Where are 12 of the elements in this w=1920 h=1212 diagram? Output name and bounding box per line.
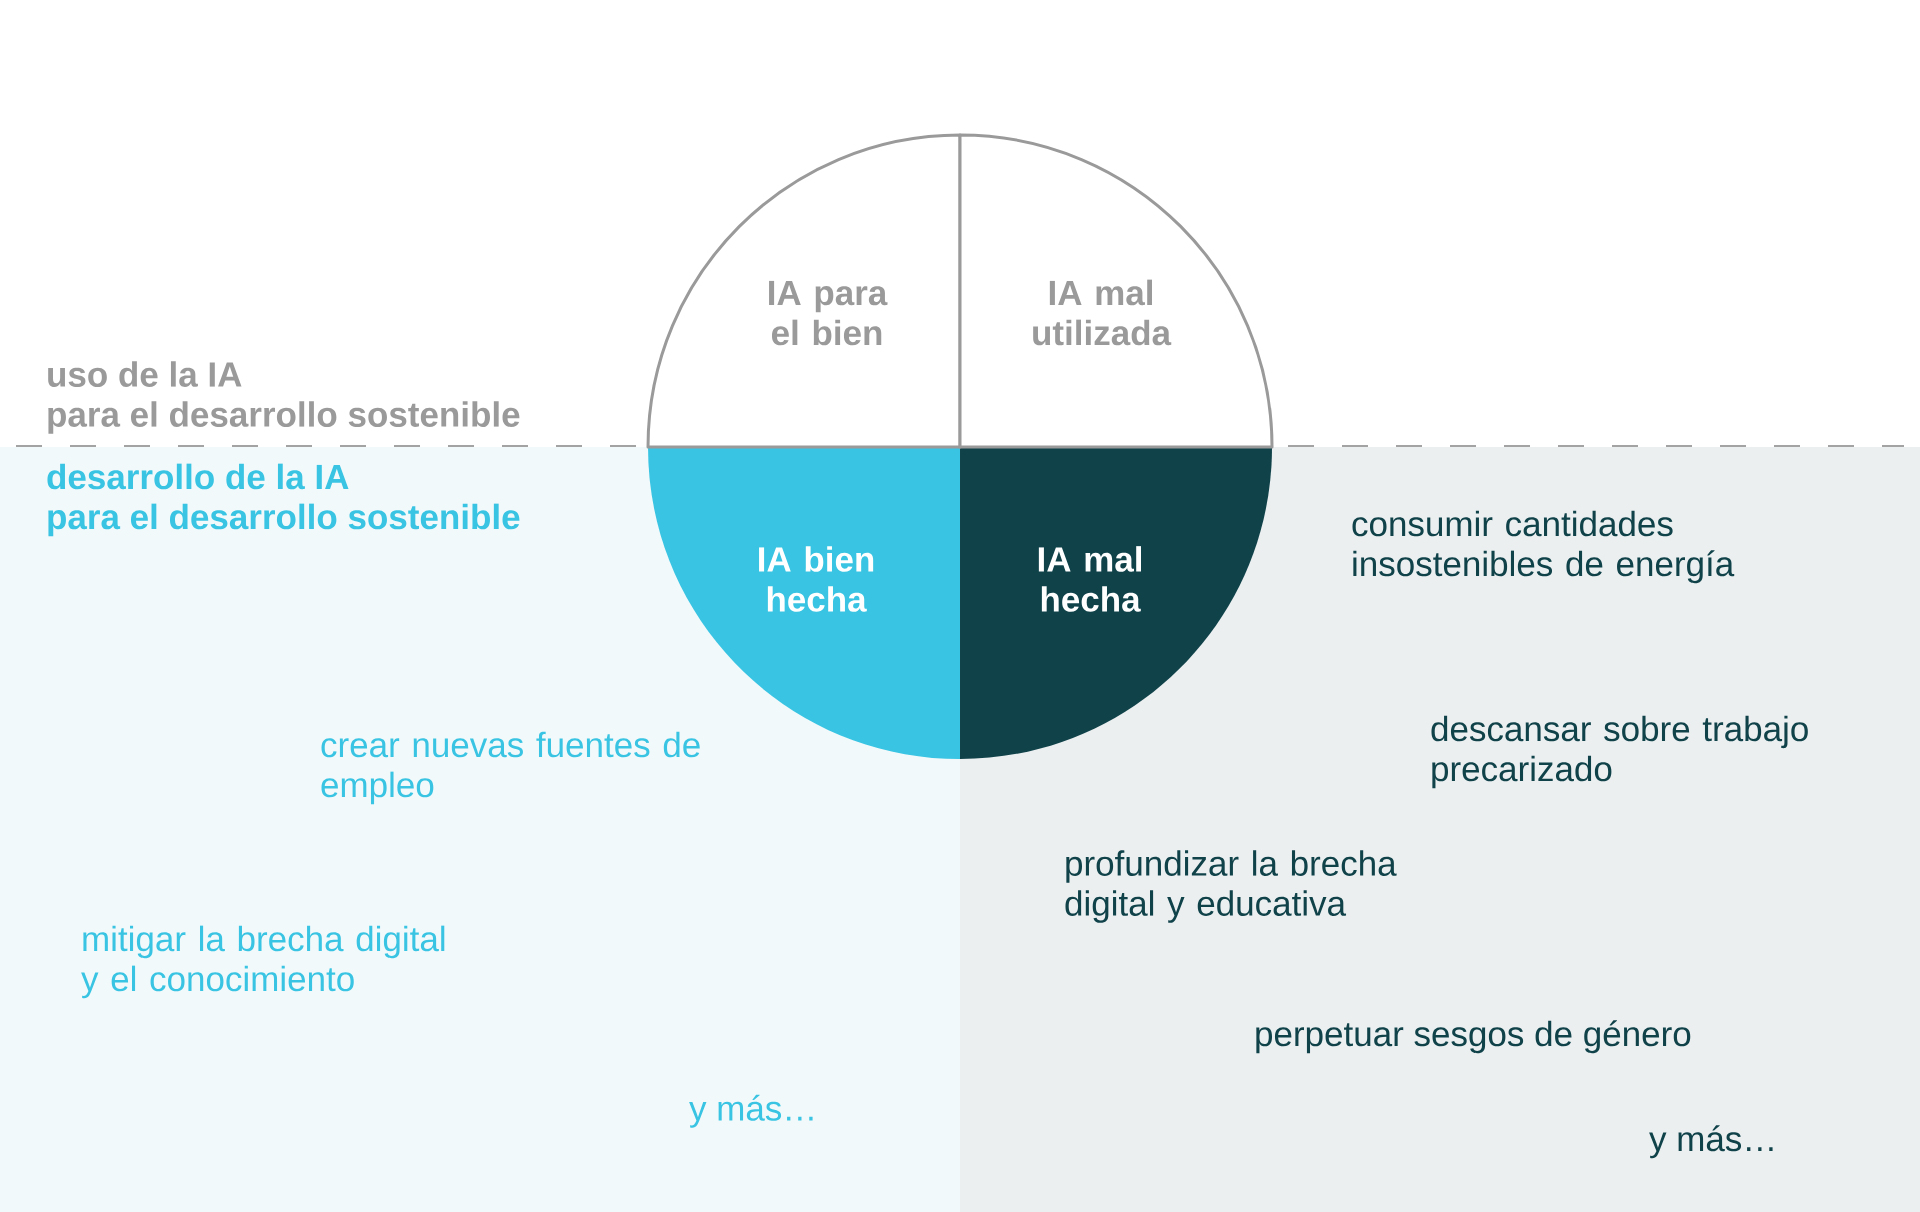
item-text: y más… — [689, 1094, 813, 1128]
item-text: profundizar la brecha digital y educativa — [1065, 850, 1397, 923]
item-text: perpetuar sesgos de género — [1256, 1020, 1691, 1054]
section-heading: uso de la IA para el desarrollo sostenible — [48, 361, 520, 434]
section-heading: desarrollo de la IA para el desarrollo sostenible — [47, 463, 520, 537]
item-text: consumir cantidades insostenibles de energía — [1352, 510, 1735, 584]
item-text: descansar sobre trabajo precarizado — [1431, 715, 1808, 789]
item-text: mitigar la brecha digital y el conocimiento — [81, 925, 445, 999]
item-text: y más… — [1649, 1125, 1773, 1159]
circle-quadrant: IA para el bien — [646, 133, 962, 449]
circle-quadrant: IA mal utilizada — [958, 133, 1274, 449]
circle-quadrant: IA mal hecha — [960, 447, 1272, 759]
